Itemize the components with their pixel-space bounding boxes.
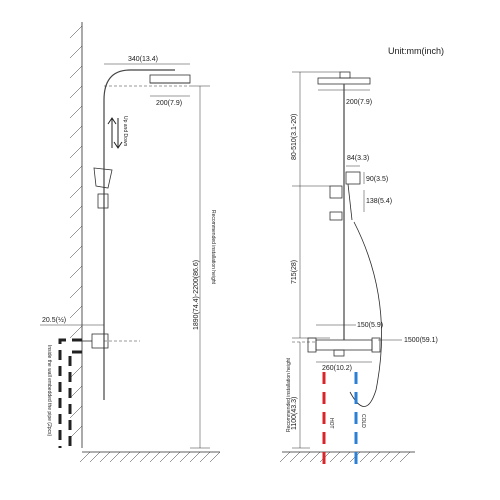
cold-label: COLD: [360, 414, 366, 428]
wall-offset-label: 20.5(½): [42, 316, 66, 324]
left-head-width-label: 200(7.9): [156, 100, 182, 107]
hot-label: HOT: [328, 418, 334, 429]
right-front-view: 200(7.9) 80-510(3.1-20) 84(3.3) 90(3.5): [279, 71, 438, 470]
left-head-width-dimension: 200(7.9): [150, 95, 190, 107]
wall-pipe-note: Inside the wall embedded the pipe (2pcs): [46, 345, 52, 437]
installation-height-dimension: 1890(74.4)-2200(86.6) Recommended instal…: [104, 85, 216, 449]
right-head-width-label: 200(7.9): [346, 99, 372, 106]
handshower-width-dimension: 84(3.3): [346, 155, 369, 167]
unit-label: Unit:mm(inch): [388, 46, 444, 56]
right-hand-shower: [329, 171, 361, 221]
head-drop-dimension: 80-510(3.1-20): [291, 71, 340, 187]
right-floor: [279, 451, 415, 463]
wall-offset-dimension: 20.5(½): [40, 316, 104, 326]
left-side-view: 340(13.4) 200(7.9) Up and Down 1890(74.4…: [40, 22, 221, 463]
up-down-arrows-icon: [107, 117, 123, 149]
handshower-length-dimension: 90(3.5): [363, 172, 388, 184]
valve-offset-label: 150(5.9): [357, 322, 383, 329]
holder-height-dimension: 138(5.4): [363, 190, 392, 212]
hose-length-label: 1500(59.1): [404, 337, 438, 344]
thermostatic-valve: [307, 337, 381, 357]
left-shower-column: [82, 69, 191, 400]
slide-bar-label: 715(28): [291, 260, 298, 284]
hot-cold-pipes: HOT COLD: [322, 372, 366, 470]
arm-length-label: 340(13.4): [128, 56, 158, 63]
slide-bar-dimension: 715(28): [291, 186, 330, 339]
holder-height-label: 138(5.4): [366, 198, 392, 205]
valve-width-dimension: 260(10.2): [316, 361, 372, 372]
handshower-width-label: 84(3.3): [347, 155, 369, 162]
head-drop-label: 80-510(3.1-20): [291, 114, 298, 160]
left-wall: [69, 22, 83, 448]
left-floor: [79, 451, 221, 463]
hose-length-callout: 1500(59.1): [378, 337, 438, 344]
right-shower-head: 200(7.9): [317, 71, 372, 106]
right-recommended-label: Recommended installation height: [286, 357, 292, 432]
arm-length-dimension: 340(13.4): [104, 56, 190, 65]
valve-height-dimension: 1100(43.3) Recommended installation heig…: [286, 341, 316, 449]
left-recommended-label: Recommended installation height: [210, 210, 216, 285]
valve-offset-dimension: 150(5.9): [316, 322, 383, 329]
installation-height-label: 1890(74.4)-2200(86.6): [193, 260, 200, 330]
valve-width-label: 260(10.2): [322, 365, 352, 372]
right-hose: [349, 221, 382, 407]
direction-label: Up and Down: [122, 116, 128, 147]
embedded-pipes: [58, 338, 82, 448]
handshower-length-label: 90(3.5): [366, 176, 388, 183]
valve-height-label: 1100(43.3): [291, 397, 298, 430]
